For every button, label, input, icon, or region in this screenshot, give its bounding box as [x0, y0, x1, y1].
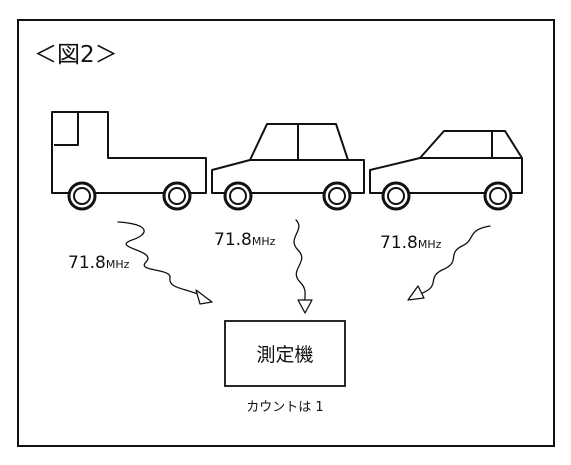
measuring-device-box [224, 320, 346, 387]
frequency-label-left: 71.8MHz [68, 253, 130, 273]
hatchback-icon [369, 130, 523, 211]
signal-arrowhead-middle [297, 299, 313, 314]
frequency-label-middle: 71.8MHz [214, 230, 276, 250]
figure-frame [17, 19, 555, 447]
sedan-icon [211, 123, 365, 211]
signal-arrowhead-right [407, 285, 425, 301]
truck-window [54, 111, 79, 146]
count-caption: カウントは 1 [246, 400, 323, 415]
signal-wave-middle [293, 219, 306, 305]
truck-icon [51, 111, 207, 211]
signal-wave-left [117, 221, 207, 299]
signal-arrowhead-left [195, 289, 213, 305]
measuring-device-label: 測定機 [256, 344, 313, 366]
signal-wave-right [419, 225, 491, 295]
truck-body [51, 111, 207, 194]
frequency-label-right: 71.8MHz [380, 233, 442, 253]
figure-title: ＜図2＞ [34, 42, 118, 68]
